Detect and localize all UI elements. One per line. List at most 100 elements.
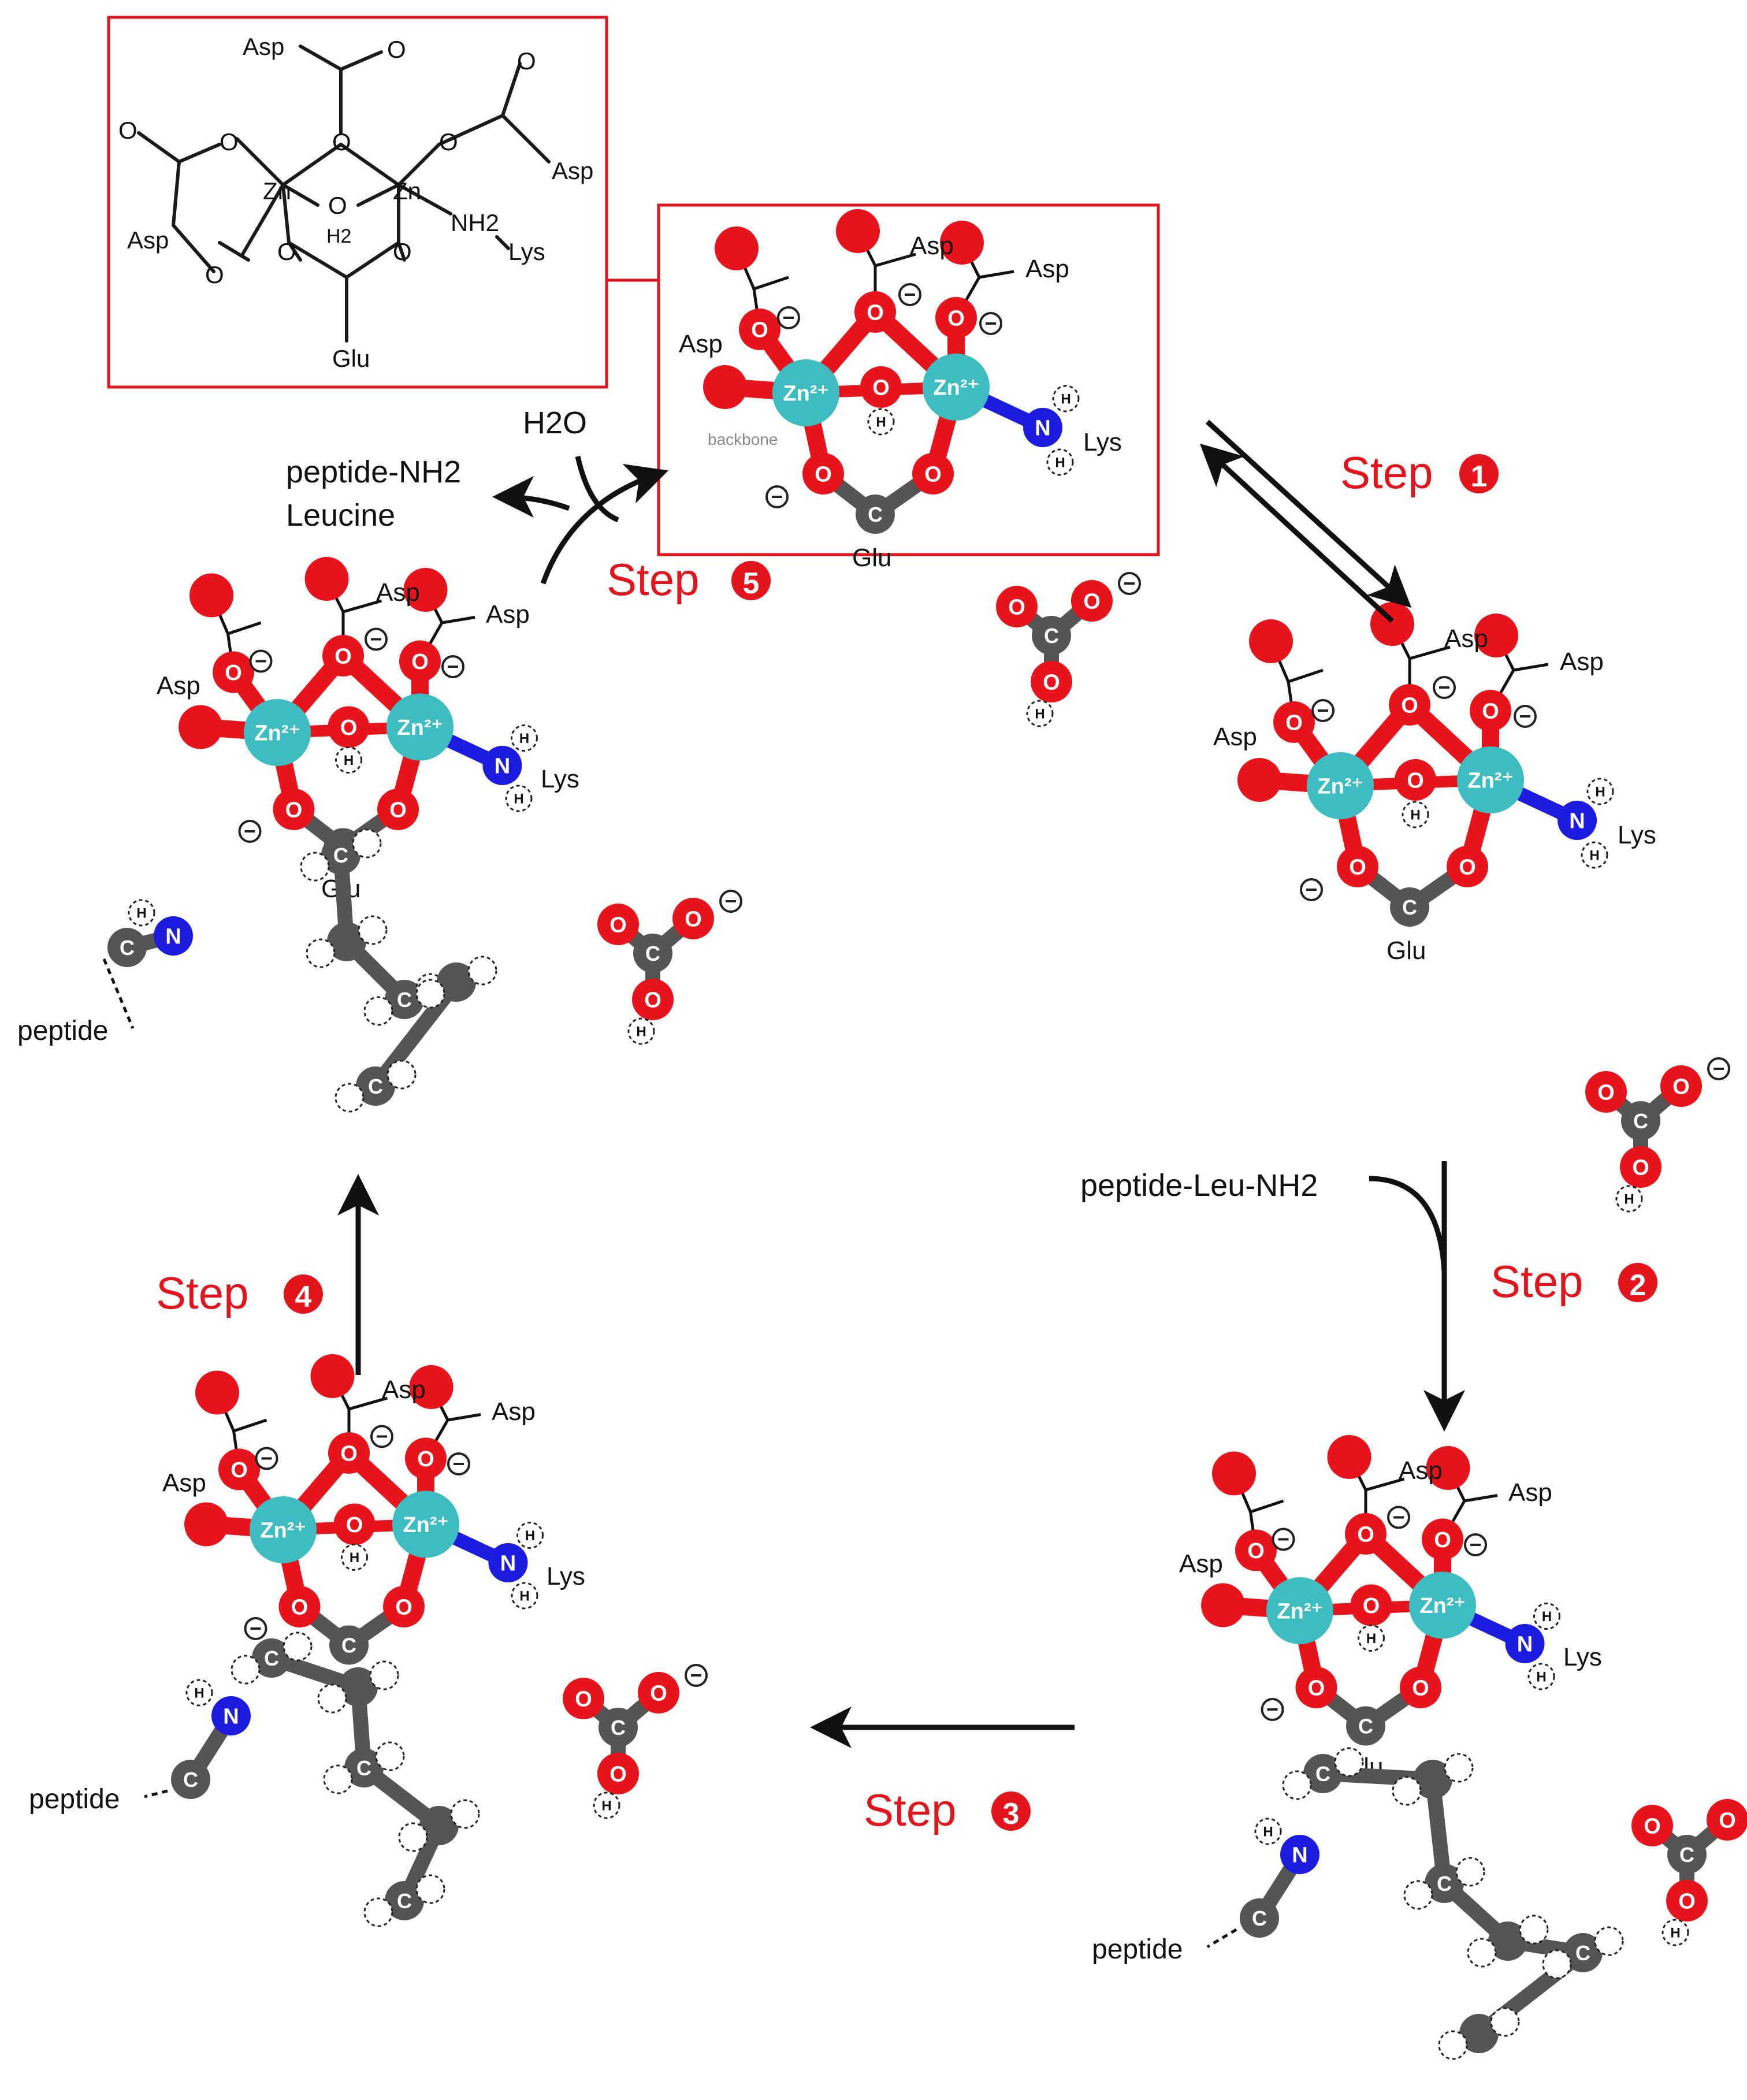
nitrogen-atom-label: N [165, 925, 181, 949]
nitrogen-atom-label: N [500, 1552, 516, 1576]
hydrogen-atom [1581, 841, 1608, 869]
oxygen-atom [1470, 690, 1511, 731]
hydrogen-atom [398, 1822, 428, 1852]
hydrogen-atom [363, 996, 393, 1026]
residue-stick [753, 276, 789, 291]
carbon-atom-label: C [356, 1756, 371, 1780]
oxygen-atom-label: O [1357, 1523, 1374, 1547]
carbon-atom [1459, 2014, 1499, 2053]
lys-label: Lys [1083, 428, 1122, 456]
oxygen-atom-label: O [575, 1688, 592, 1712]
nitrogen-atom-label: N [1035, 417, 1050, 441]
oxygen-atom [1447, 846, 1488, 887]
hydrogen-atom [627, 1017, 655, 1045]
hydrogen-atom [1519, 1915, 1549, 1945]
inset-water-o: O [328, 192, 347, 219]
lys-label: Lys [547, 1562, 585, 1590]
nitrogen-atom-label: N [223, 1705, 239, 1729]
hydrogen-atom-label: H [876, 415, 886, 430]
residue-stick [979, 270, 1014, 279]
inset-zn2-label: Zn [393, 177, 421, 205]
hydrogen-atom [450, 1799, 480, 1829]
nitrogen-atom [1023, 408, 1062, 447]
glu-label: Glu [852, 544, 891, 572]
carbon-atom-label: C [1044, 624, 1059, 648]
inset-scheme-box [107, 16, 608, 389]
nitrogen-atom [488, 1543, 528, 1582]
zinc-ion-2 [923, 354, 990, 421]
oxygen-atom-label: O [644, 988, 661, 1013]
lys-label: Lys [1563, 1643, 1602, 1671]
backbone-label: backbone [708, 430, 778, 448]
inset-o-left: O [118, 117, 137, 144]
residue-stick [343, 599, 382, 614]
oxygen-atom-label: O [872, 376, 890, 400]
step5-number: 5 [743, 567, 760, 600]
hydrogen-atom [363, 1897, 393, 1927]
oxygen-atom [1337, 846, 1378, 887]
zinc-ion-2 [1457, 746, 1524, 813]
inset-asp-top-label: Asp [243, 33, 284, 60]
hydrogen-atom [1282, 1770, 1312, 1800]
hydrogen-atom-label: H [1366, 1631, 1376, 1646]
hydrogen-atom [1542, 1949, 1572, 1979]
oxygen-atom-label: O [346, 1513, 363, 1537]
carbon-atom [171, 1760, 210, 1799]
glu-label: Glu [1387, 936, 1426, 965]
carbon-atom [321, 835, 360, 875]
hydrogen-atom [415, 979, 445, 1009]
hydrogen-atom [128, 899, 155, 927]
oxygen-atom [1707, 1799, 1747, 1841]
hydrogen-atom [341, 1544, 368, 1571]
hydrogen-atom-label: H [1542, 1609, 1552, 1625]
carbon-atom [252, 1638, 291, 1678]
carbon-atom [1390, 887, 1429, 927]
oxygen-atom-label: O [1349, 856, 1366, 880]
asp-label: Asp [679, 330, 723, 358]
carbon-atom-label: C [264, 1646, 279, 1670]
hydrogen-atom-label: H [1624, 1192, 1634, 1207]
residue-stick [441, 616, 475, 625]
hydrogen-atom [511, 724, 538, 752]
zinc-ion-1-label: Zn²⁺ [1277, 1600, 1322, 1624]
hydrogen-atom-label: H [1589, 848, 1599, 864]
step-number-badges: 1 2 3 4 5 [284, 454, 1657, 1831]
zinc-ion-2-label: Zn²⁺ [933, 376, 979, 400]
oxygen-atom [1422, 1518, 1463, 1560]
inset-skeletal-structure [137, 44, 551, 343]
step5-label: Step [607, 554, 699, 605]
nitrogen-atom-label: N [1517, 1633, 1533, 1657]
carbon-atom [1413, 1760, 1452, 1799]
carbon-atom [599, 1708, 638, 1747]
oxygen-atom [383, 1586, 425, 1627]
residue-stick [1288, 668, 1324, 683]
hydrogen-atom [1392, 1776, 1422, 1806]
nitrogen-atom-label: N [1292, 1843, 1307, 1868]
inset-o-left2: O [220, 128, 239, 155]
oxygen-atom-label: O [231, 1458, 248, 1482]
residue-stick [233, 1418, 267, 1433]
zinc-ion-1 [244, 699, 311, 766]
carbon-atom-label: C [611, 1716, 626, 1740]
zinc-ion-2 [392, 1491, 459, 1558]
oxygen-atom [213, 651, 254, 693]
oxygen-atom [1426, 1446, 1470, 1490]
oxygen-atom [1071, 580, 1113, 622]
oxygen-atom [333, 1503, 376, 1545]
oxygen-atom [1660, 1065, 1702, 1107]
carbon-atom [1240, 1898, 1279, 1938]
water-reagent-label: H2O [523, 406, 587, 440]
oxygen-atom [405, 1437, 447, 1480]
oxygen-atom [328, 1432, 370, 1474]
oxygen-atom [403, 568, 448, 612]
zinc-ion-2 [1409, 1571, 1476, 1639]
residue-stick [1250, 1499, 1284, 1514]
peptide-link [1206, 1928, 1237, 1949]
oxygen-atom [715, 226, 759, 270]
oxygen-atom-label: O [1434, 1528, 1451, 1552]
oxygen-atom [854, 291, 896, 333]
asp-label: Asp [1213, 723, 1257, 751]
oxygen-atom-label: O [1719, 1809, 1736, 1833]
carbon-atom [1303, 1754, 1343, 1793]
oxygen-atom [184, 1502, 228, 1547]
